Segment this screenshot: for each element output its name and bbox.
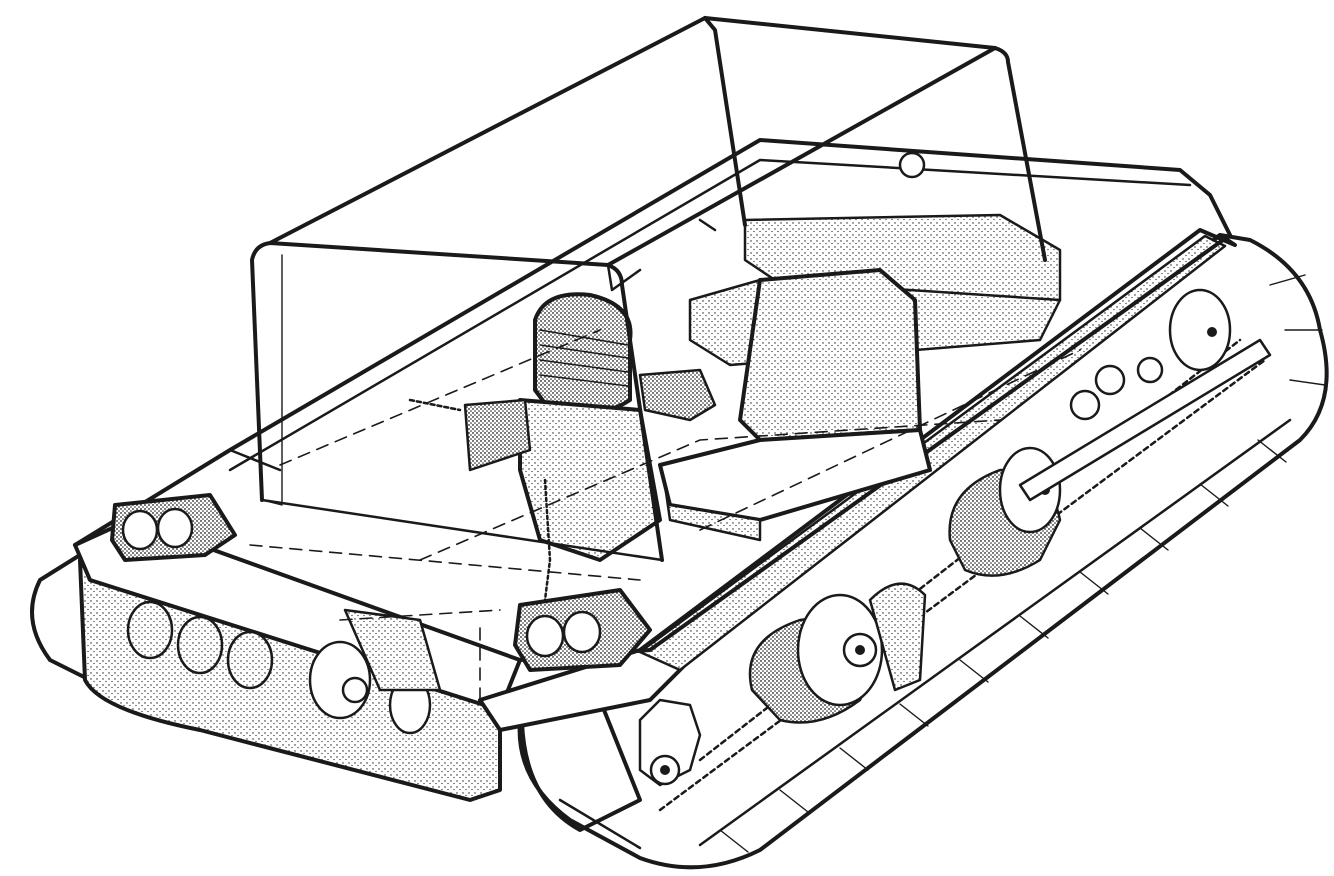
engine-crankcase [518, 398, 662, 562]
engine [408, 292, 717, 602]
hidden-lines [249, 329, 1081, 701]
fuel-cap [898, 151, 926, 179]
road-wheel-rear [1168, 288, 1232, 372]
transmission-shaft [126, 600, 442, 735]
throttle-cable [408, 398, 462, 412]
roll-cage-top-left-rail [268, 16, 707, 245]
road-wheels [748, 288, 1232, 724]
right-track-front-cleats [520, 698, 642, 832]
headlight-right [513, 588, 652, 672]
windshield-bottom [260, 498, 664, 562]
roll-cage [250, 16, 1047, 562]
drive-sprocket [638, 698, 702, 787]
right-track-tread-links [558, 274, 1326, 853]
roll-cage-rear-post [703, 16, 747, 227]
gearbox-housing [343, 608, 442, 692]
road-wheel-front [748, 582, 927, 724]
windshield-glass [261, 254, 283, 506]
hull [73, 138, 1237, 802]
hull-front-panel [78, 558, 502, 802]
hull-deck-inner-rim [228, 158, 1192, 472]
windshield-frame-front [250, 241, 664, 562]
engine-cooling-fins [539, 329, 629, 387]
roll-cage-top-right-rail [606, 46, 997, 267]
hull-deck-outline [73, 138, 1232, 662]
engine-cylinder-head [533, 292, 633, 416]
driver-seat-back [738, 268, 922, 442]
headlight-left [110, 493, 237, 562]
engine-spring [543, 478, 552, 602]
engine-carburetor [463, 398, 532, 472]
engine-exhaust [638, 368, 717, 422]
suspension-beam [1018, 338, 1272, 502]
